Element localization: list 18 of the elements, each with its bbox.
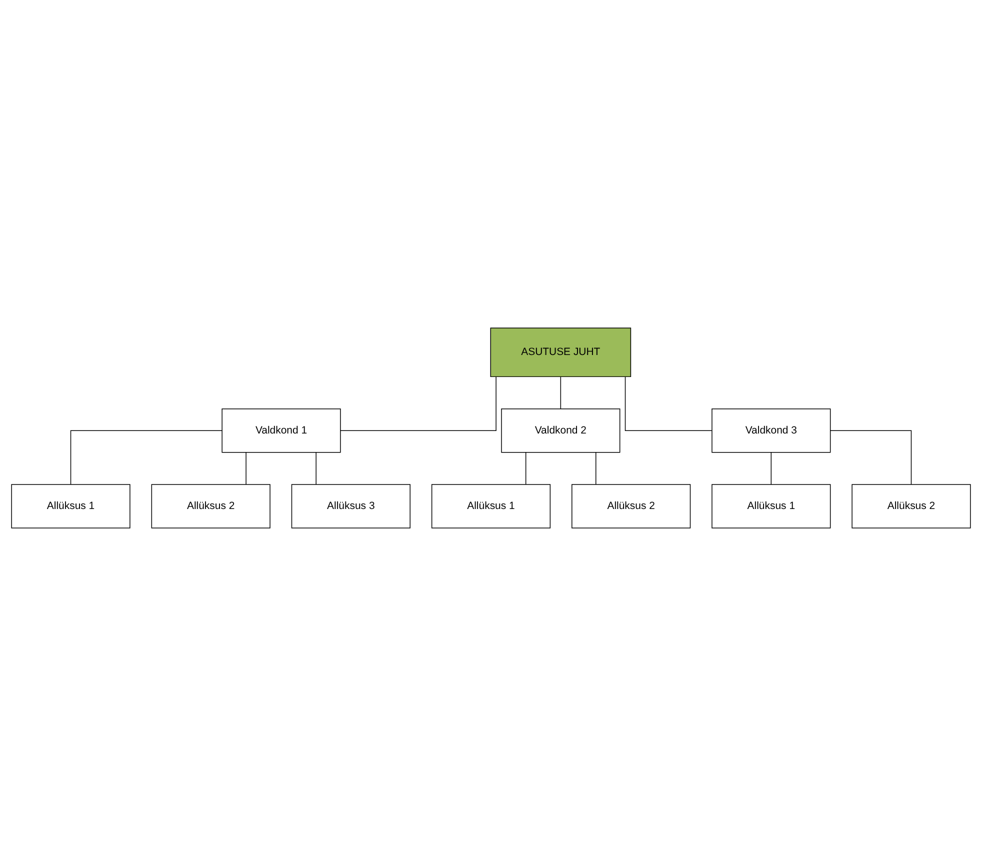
connector: [70, 430, 222, 485]
connector: [770, 452, 772, 485]
node-box: Valdkond 3: [712, 408, 831, 453]
connector: [340, 376, 496, 431]
connector: [525, 452, 526, 485]
node-box: Allüksus 2: [151, 484, 270, 528]
connector: [560, 376, 562, 410]
node-box: Allüksus 3: [291, 484, 410, 528]
node-box: Allüksus 1: [11, 484, 130, 528]
node-box: Valdkond 1: [222, 408, 341, 453]
connector: [624, 376, 712, 431]
connector: [830, 430, 912, 485]
node-box: Allüksus 1: [431, 484, 551, 528]
node-box: Allüksus 2: [572, 484, 691, 528]
node-box: Valdkond 2: [501, 408, 620, 453]
node-box: ASUTUSE JUHT: [490, 328, 632, 378]
node-box: Allüksus 2: [852, 484, 971, 528]
node-box: Allüksus 1: [712, 484, 831, 528]
